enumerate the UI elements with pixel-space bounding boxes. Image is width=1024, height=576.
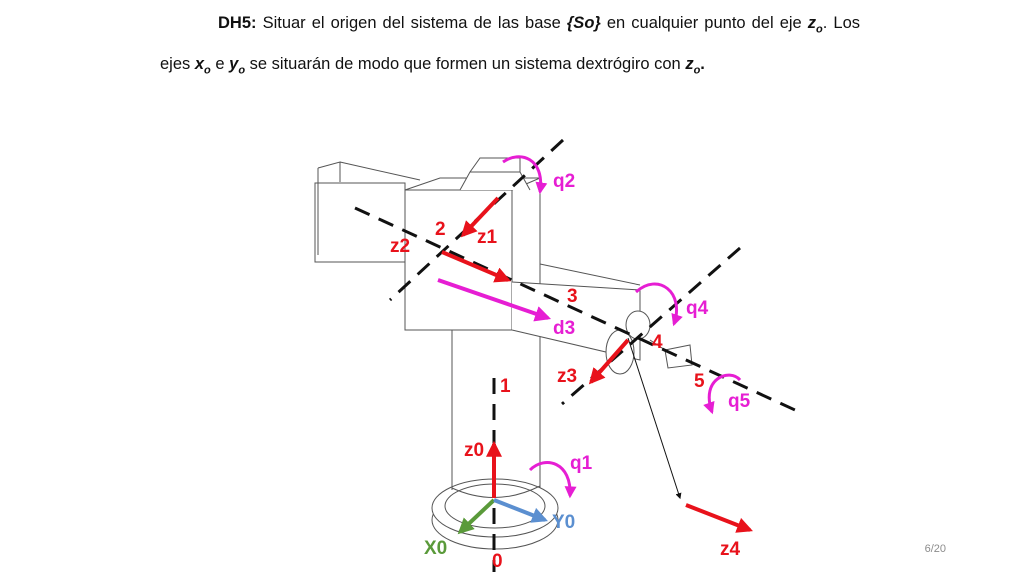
gripper [664,344,693,369]
z-axes-arrows [441,196,753,533]
rear-box-top [317,161,421,255]
z3-label: z3 [557,366,577,387]
axis-symbol: z [685,55,694,74]
page-number: 6/20 [924,543,946,555]
rotation-arrows [502,155,742,499]
q5-rotation-arrow [703,373,742,415]
leader-arrow [627,337,682,500]
z4-arrow [685,503,753,533]
text-span: e [210,55,230,74]
z2-label: z2 [390,236,410,257]
wrist-flange [625,310,651,340]
y0-arrow [493,498,548,523]
z2-arrow [441,250,511,283]
axis-symbol: y [229,55,239,74]
text-span: se situarán de modo que formen un sistem… [245,55,686,74]
frame-3-label: 3 [567,286,578,307]
frame-4-label: 4 [652,332,663,353]
axis-symbol: x [194,55,205,74]
subscript: o [238,64,246,77]
paragraph: DH5: Situar el origen del sistema de las… [160,6,860,89]
frame-1-label: 1 [500,376,511,397]
x0-arrow [457,498,496,535]
text-span: . [700,55,705,74]
subscript: o [204,64,211,77]
q1-rotation-arrow [528,461,577,499]
z4-label: z4 [720,539,741,560]
q2-label: q2 [553,171,575,192]
base-frame-symbol: {So} [566,14,601,32]
text-span: . Los ejes [160,14,861,74]
subscript: o [816,23,823,36]
x0-label: X0 [424,538,447,559]
shoulder-motor [459,157,531,191]
d3-arrow [437,278,552,322]
q2-rotation-arrow [502,155,548,195]
frame-2-label: 2 [435,219,446,240]
heading: DH5: [218,14,257,32]
axis-symbol: z [807,14,817,32]
frame-5-label: 5 [694,371,705,392]
q5-label: q5 [728,391,751,412]
q1-label: q1 [570,453,593,474]
q4-rotation-arrow [634,282,683,327]
slide-text: DH5: Situar el origen del sistema de las… [160,6,860,89]
z0-label: z0 [464,440,484,461]
frame-0-label: 0 [492,551,503,572]
q4-label: q4 [686,298,709,319]
robot-drawing [314,157,693,550]
text-span: Situar el origen del sistema de las base [262,14,567,32]
z1-label: z1 [477,227,498,248]
d3-label: d3 [553,318,575,339]
z3-arrow [588,338,630,385]
text-span: en cualquier punto del eje [600,14,808,32]
y0-label: Y0 [552,512,575,533]
z1-arrow [460,196,500,238]
subscript: o [693,64,701,77]
arm-top-edge [539,263,641,286]
